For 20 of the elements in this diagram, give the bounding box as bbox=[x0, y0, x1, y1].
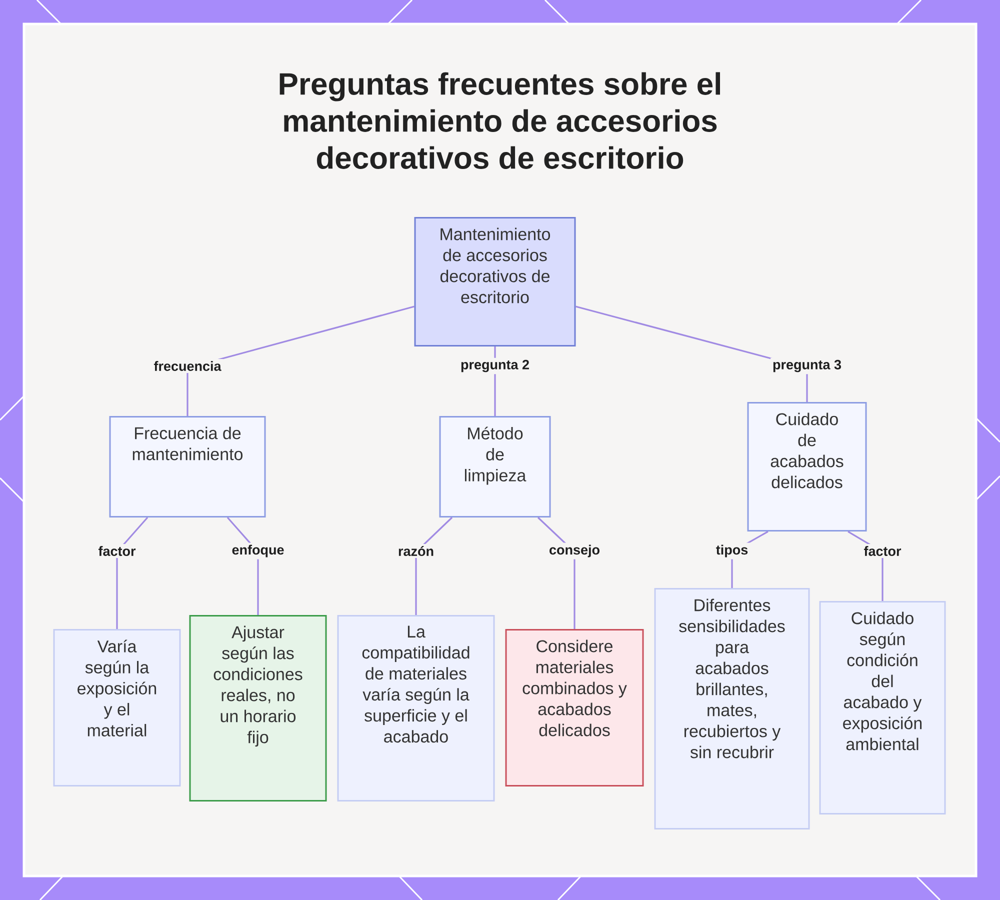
edge-label: pregunta 2 bbox=[458, 358, 532, 374]
topic-box: Mantenimiento de accesorios decorativos de escritorio bbox=[414, 217, 576, 346]
edge-label: consejo bbox=[547, 542, 602, 560]
edge-label: razón bbox=[396, 544, 436, 558]
edge-label: enfoque bbox=[230, 542, 286, 560]
detail-box: La compatibilidad de materiales varía según la superficie y el acabado bbox=[337, 615, 495, 802]
edge-label: pregunta 3 bbox=[770, 358, 844, 374]
edge-label: factor bbox=[96, 544, 138, 558]
subtopic-box: Frecuencia de mantenimiento bbox=[109, 416, 266, 518]
detail-box: Diferentes sensibilidades para acabados brillantes, mates, recubiertos y sin recubrir bbox=[654, 588, 810, 830]
subtopic-box: Método de limpieza bbox=[439, 416, 551, 518]
edge-label: tipos bbox=[714, 542, 750, 560]
detail-box: Considere materiales combinados y acabados delicados bbox=[505, 629, 644, 786]
edge-label: factor bbox=[862, 544, 904, 558]
title: Preguntas frecuentes sobre el mantenimiento de accesorios decorativos de escritorio bbox=[280, 72, 720, 169]
detail-box: Ajustar según las condiciones reales, no un horario fijo bbox=[189, 615, 327, 802]
detail-box: Cuidado según condición del acabado y exposición ambiental bbox=[819, 601, 946, 814]
edge-label: frecuencia bbox=[152, 359, 224, 373]
detail-box: Varía según la exposición y el material bbox=[53, 629, 181, 786]
subtopic-box: Cuidado de acabados delicados bbox=[747, 402, 867, 532]
